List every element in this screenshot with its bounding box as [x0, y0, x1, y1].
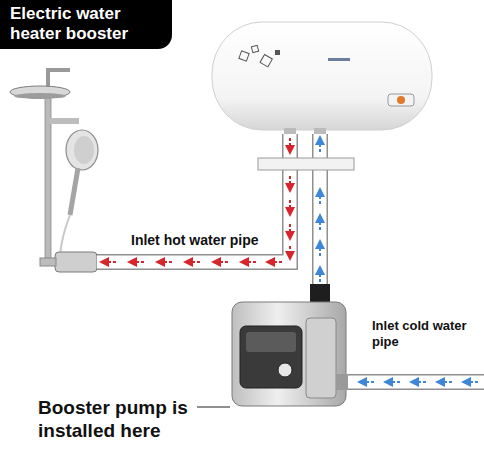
pipe-label: Inlet cold water pipe: [372, 318, 478, 349]
callout-text: Booster pump is installed here: [38, 397, 198, 443]
leader-line: [197, 406, 230, 407]
mount-bracket: [258, 158, 354, 170]
water-heater: [212, 22, 432, 136]
shower: [10, 70, 98, 272]
pipes: [97, 134, 484, 382]
booster-pump: [232, 284, 348, 406]
title-banner: Electric water heater booster: [0, 0, 172, 49]
hot-flow-arrows: [104, 138, 290, 262]
pipe-label: Inlet hot water pipe: [131, 232, 259, 249]
